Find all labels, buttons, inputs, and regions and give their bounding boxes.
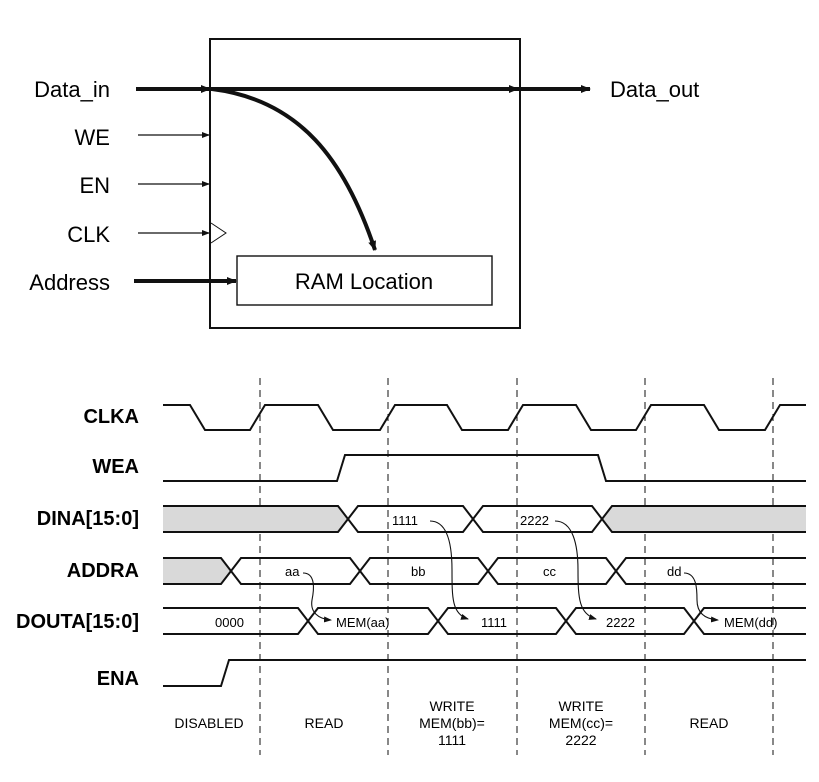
dd-to-mem-arrow: [683, 572, 719, 623]
causality-arrows: [302, 520, 719, 623]
ena-waveform: [163, 659, 806, 687]
signal-wea: WEA: [92, 456, 139, 478]
addra-value: bb: [411, 564, 425, 579]
dina-outline: [163, 505, 806, 533]
phase-label: READ: [305, 715, 344, 731]
addra-value: aa: [285, 564, 300, 579]
dina-value: 1111: [392, 513, 418, 528]
2222-to-douta-arrow: [554, 520, 597, 620]
ram-location-label: RAM Location: [295, 269, 433, 294]
phase-label: WRITE: [429, 698, 474, 714]
wea-waveform: [163, 454, 806, 482]
address-label: Address: [29, 270, 110, 295]
signal-dina: DINA[15:0]: [37, 508, 139, 530]
addra-bus: aa bb cc dd: [163, 557, 806, 585]
ram-block-box: [209, 38, 521, 329]
aa-to-mem-arrow: [302, 572, 332, 623]
dina-value: 2222: [520, 513, 549, 528]
ram-block: RAM Location: [209, 38, 521, 329]
douta-value: 0000: [215, 615, 244, 630]
phase-label: READ: [690, 715, 729, 731]
write-curve-arrow: [211, 87, 377, 251]
signal-clka: CLKA: [83, 406, 139, 428]
ram-location-box: [236, 255, 493, 306]
addra-value: dd: [667, 564, 681, 579]
phase-label: 2222: [565, 732, 596, 748]
dina-bus: 1111 2222: [163, 505, 806, 533]
dina-invalid-right: [602, 506, 806, 532]
douta-bus: 0000 MEM(aa) 1111 2222 MEM(dd): [163, 607, 806, 635]
clk-edge-triangle: [210, 222, 227, 244]
data-in-label: Data_in: [34, 77, 110, 102]
addra-value: cc: [543, 564, 557, 579]
phase-label: DISABLED: [174, 715, 243, 731]
phase-label: WRITE: [558, 698, 603, 714]
data-out-label: Data_out: [610, 77, 699, 102]
phase-label: MEM(cc)=: [549, 715, 613, 731]
addra-invalid: [163, 558, 231, 584]
1111-to-douta-arrow: [429, 520, 469, 620]
addra-outline: [163, 557, 806, 585]
en-label: EN: [79, 173, 110, 198]
douta-value: 2222: [606, 615, 635, 630]
cycle-boundaries: [259, 378, 774, 755]
we-label: WE: [75, 125, 110, 150]
clk-label: CLK: [67, 222, 110, 247]
douta-value: MEM(aa): [336, 615, 389, 630]
signal-ena: ENA: [97, 668, 139, 690]
signal-douta: DOUTA[15:0]: [16, 611, 139, 633]
douta-value: MEM(dd): [724, 615, 777, 630]
phase-labels: DISABLED READ WRITE MEM(bb)= 1111 WRITE …: [174, 698, 728, 748]
phase-label: MEM(bb)=: [419, 715, 485, 731]
clka-waveform: [163, 404, 806, 431]
douta-value: 1111: [481, 615, 507, 630]
signal-addra: ADDRA: [67, 560, 139, 582]
dina-invalid-left: [163, 506, 348, 532]
phase-label: 1111: [438, 732, 466, 748]
douta-outline: [163, 607, 806, 635]
